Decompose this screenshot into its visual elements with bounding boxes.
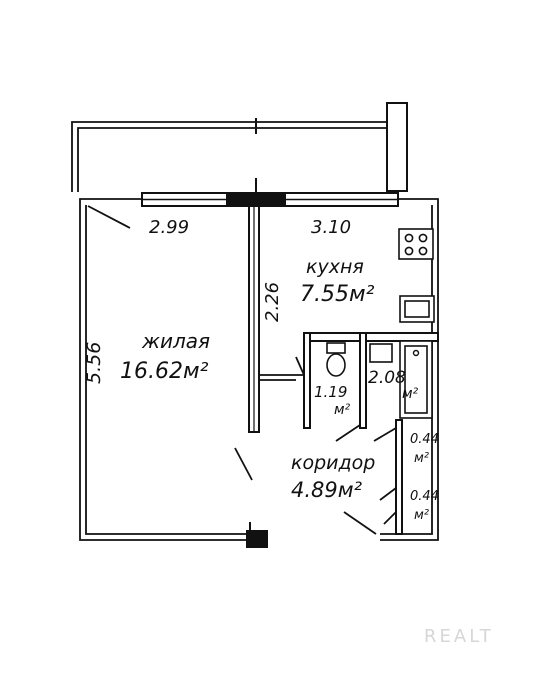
room-unit-closet-1: м²: [414, 451, 429, 466]
room-area-bathroom: 2.08: [368, 368, 406, 388]
dimension-living-width: 2.99: [149, 217, 189, 238]
stove-icon: [398, 228, 434, 260]
room-area-closet-1: 0.44: [410, 432, 439, 447]
toilet-icon: [326, 342, 346, 377]
dimension-kitchen-depth: 2.26: [262, 282, 283, 322]
room-area-closet-2: 0.44: [410, 489, 439, 504]
room-area-living: 16.62м²: [120, 359, 209, 384]
room-unit-toilet: м²: [334, 402, 351, 418]
sink-icon: [399, 295, 435, 323]
door-swings: [87, 205, 397, 535]
partitions: [248, 205, 439, 535]
window-strip: [141, 178, 399, 222]
room-name-living: жилая: [141, 329, 210, 353]
room-name-kitchen: кухня: [306, 256, 364, 278]
balcony: [71, 102, 408, 192]
room-area-kitchen: 7.55м²: [300, 282, 375, 307]
room-area-toilet: 1.19: [314, 383, 347, 401]
room-name-corridor: коридор: [291, 452, 375, 474]
room-unit-bathroom: м²: [402, 386, 419, 402]
outer-walls: [79, 198, 439, 548]
room-unit-closet-2: м²: [414, 508, 429, 523]
washbasin-icon: [369, 343, 393, 363]
dimension-living-length: 5.56: [83, 342, 105, 384]
dimension-kitchen-width: 3.10: [311, 217, 351, 238]
bathtub-icon: [399, 340, 433, 419]
room-area-corridor: 4.89м²: [291, 478, 363, 502]
watermark: REALT: [424, 626, 494, 647]
